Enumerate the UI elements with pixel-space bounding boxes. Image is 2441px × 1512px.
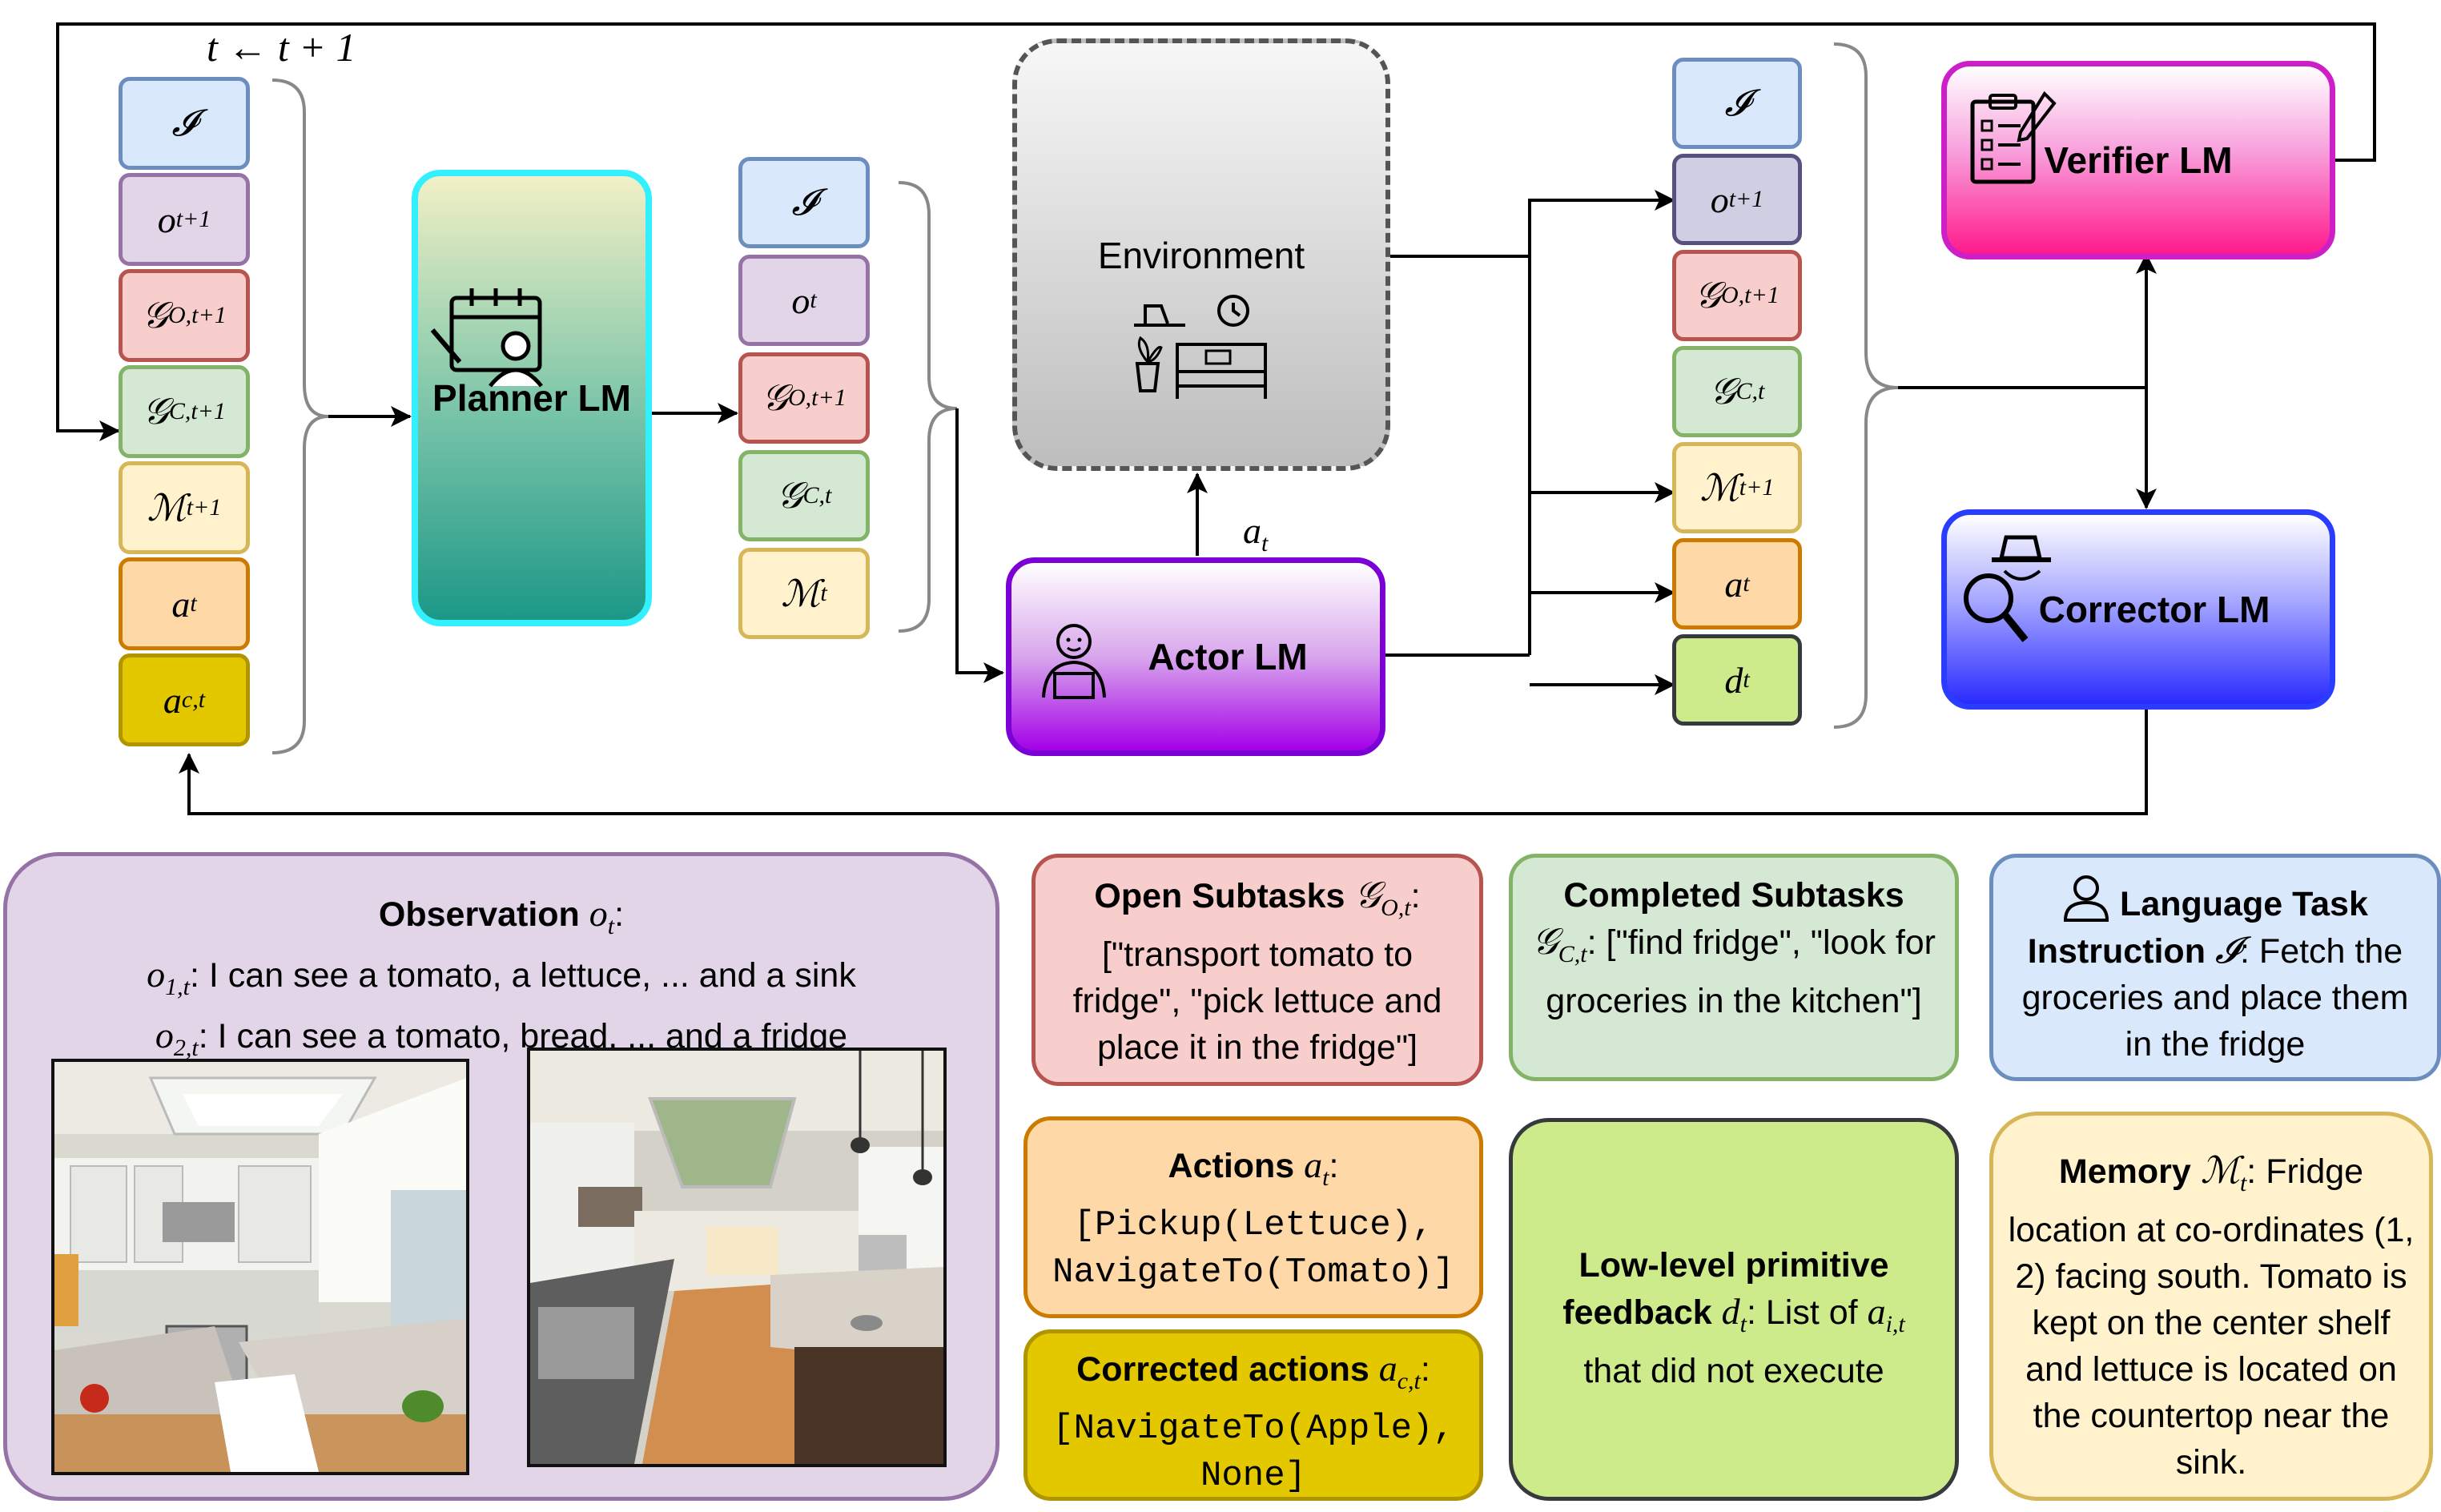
- verifier-label: Verifier LM: [2044, 139, 2233, 181]
- user-icon: [2064, 875, 2109, 922]
- actor-label: Actor LM: [1148, 636, 1308, 678]
- actions-box: Actions at: [Pickup(Lettuce), NavigateTo…: [1023, 1116, 1483, 1318]
- actor-icon: [1042, 624, 1106, 699]
- stack-middle-cell-0: 𝓘: [738, 157, 870, 248]
- corrector-lm: Corrector LM: [1941, 509, 2335, 710]
- arrow-to-actor: [955, 408, 1004, 683]
- stack-right-cell-0: 𝓘: [1672, 58, 1802, 149]
- checklist-icon: [1970, 90, 2057, 184]
- corrected-actions-box: Corrected actions ac,t: [NavigateTo(Appl…: [1023, 1329, 1483, 1501]
- middle-brace: [898, 181, 958, 633]
- planner-icon: [430, 288, 543, 388]
- language-task-box: Language Task Instruction 𝓘: Fetch the g…: [1989, 854, 2441, 1081]
- arrow-env-to-obs: [1389, 190, 1675, 258]
- environment-box: Environment: [1012, 38, 1390, 471]
- observation-title: Observation ot:: [378, 893, 625, 940]
- feedback-box: Low-level primitive feedback dt: List of…: [1509, 1118, 1959, 1501]
- actor-lm: Actor LM: [1006, 557, 1385, 756]
- kitchen-image-2: [527, 1048, 947, 1467]
- observation-line-1: o1,t: I can see a tomato, a lettuce, ...…: [147, 954, 856, 1001]
- right-brace: [1833, 42, 1899, 729]
- environment-icon: [1134, 295, 1267, 399]
- completed-subtasks-text: : ["find fridge", "look for groceries in…: [1546, 923, 1936, 1021]
- completed-subtasks-box: Completed Subtasks 𝒢C,t: ["find fridge",…: [1509, 854, 1959, 1081]
- planner-lm: Planner LM: [412, 170, 652, 626]
- corrector-label: Corrector LM: [2038, 589, 2270, 630]
- open-subtasks-box: Open Subtasks 𝒢O,t: ["transport tomato t…: [1031, 854, 1483, 1086]
- memory-text: : Fridge location at co-ordinates (1, 2)…: [2008, 1152, 2415, 1482]
- detective-icon: [1964, 535, 2051, 642]
- loop-label: t ← t + 1: [207, 25, 356, 70]
- environment-label: Environment: [1097, 235, 1305, 276]
- planner-label: Planner LM: [432, 377, 631, 419]
- verifier-lm: Verifier LM: [1941, 61, 2335, 259]
- loop-arrow: [56, 22, 2376, 441]
- kitchen-image-1: [51, 1059, 469, 1475]
- action-label: at: [1243, 510, 1269, 557]
- memory-box: Memory ℳt: Fridge location at co-ordinat…: [1989, 1112, 2433, 1501]
- arrow-corrector-to-stack: [179, 710, 2148, 815]
- language-task-text: : Fetch the groceries and place them in …: [2021, 932, 2409, 1064]
- left-brace: [271, 78, 329, 754]
- open-subtasks-text: ["transport tomato to fridge", "pick let…: [1072, 935, 1442, 1068]
- stack-left-cell-0: 𝓘: [119, 77, 250, 170]
